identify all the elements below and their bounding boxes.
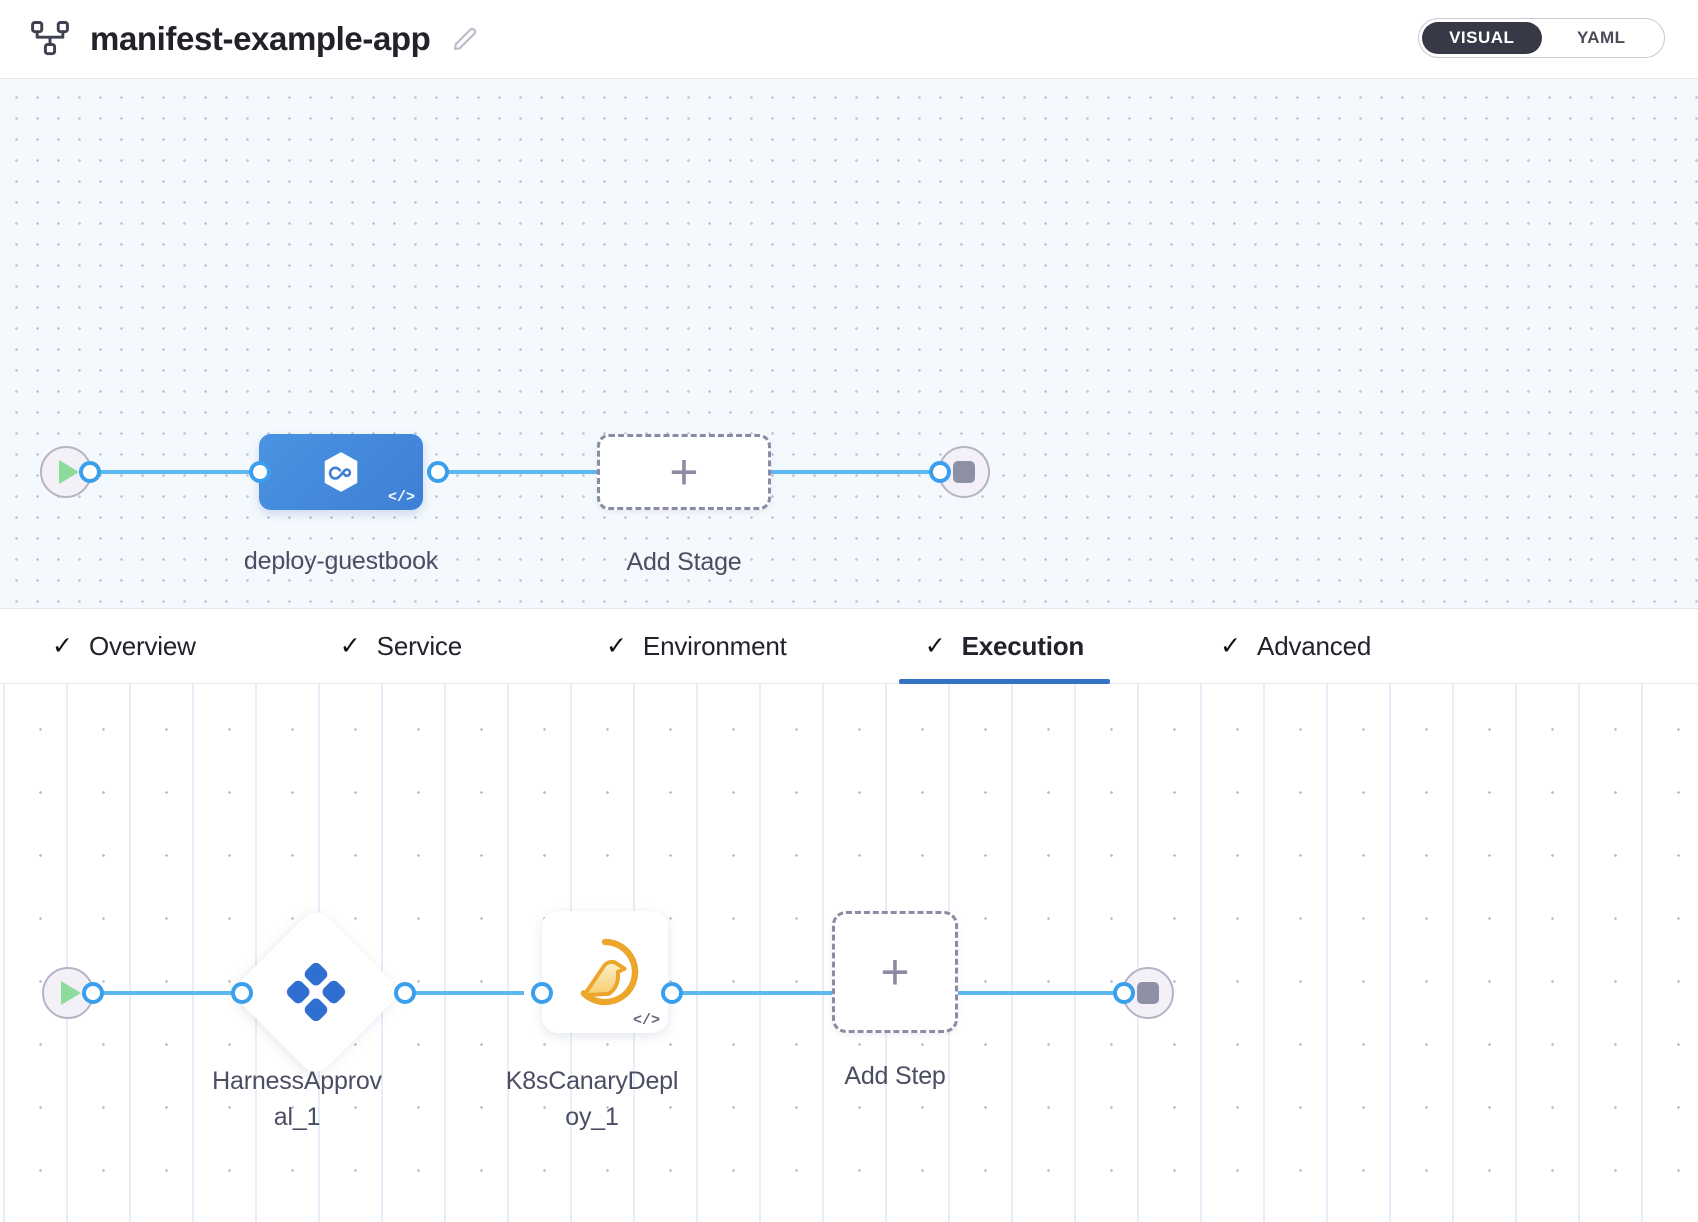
connector-addstep-to-end <box>950 991 1120 995</box>
tab-environment-label: Environment <box>642 630 787 661</box>
canary-step-card[interactable]: </> <box>542 911 668 1033</box>
connector-dot-stage-out[interactable] <box>427 461 449 483</box>
approval-diamond-inner <box>255 931 377 1053</box>
play-icon <box>60 981 81 1005</box>
tab-execution-label: Execution <box>961 630 1085 661</box>
connector-dot-approval-out[interactable] <box>394 982 416 1004</box>
connector-addstage-to-end <box>770 470 950 474</box>
add-stage-box[interactable]: + <box>597 434 771 510</box>
view-mode-toggle[interactable]: VISUAL YAML <box>1418 18 1665 58</box>
connector-dot-canary-out[interactable] <box>661 982 683 1004</box>
play-icon <box>58 460 79 484</box>
stage-node-deploy-guestbook[interactable]: </> <box>259 434 423 510</box>
add-step-node[interactable]: + <box>832 911 958 1033</box>
tab-advanced[interactable]: ✓ Advanced <box>1194 609 1397 684</box>
step-label-line1: HarnessApprov <box>212 1067 382 1095</box>
stop-icon <box>1137 982 1159 1004</box>
check-icon: ✓ <box>1220 631 1242 660</box>
approval-diamond[interactable] <box>229 905 403 1079</box>
step-label-k8s-canary-deploy: K8sCanaryDepl oy_1 <box>492 1064 692 1135</box>
pencil-edit-icon[interactable] <box>450 24 480 54</box>
step-node-k8s-canary-deploy[interactable]: </> <box>542 911 668 1033</box>
connector-dot-exec-start-out[interactable] <box>82 982 104 1004</box>
connector-start-to-approval <box>80 991 240 995</box>
plus-icon: + <box>880 943 910 1000</box>
page-title: manifest-example-app <box>90 20 431 57</box>
connector-approval-to-canary <box>392 991 524 995</box>
yaml-mode-button[interactable]: YAML <box>1576 28 1626 47</box>
tab-execution[interactable]: ✓ Execution <box>898 609 1111 684</box>
yaml-code-badge-stage[interactable]: </> <box>387 489 415 506</box>
step-label-line2: al_1 <box>273 1102 321 1131</box>
step-label-line2: oy_1 <box>565 1102 619 1131</box>
check-icon: ✓ <box>924 631 946 660</box>
connector-dot-canary-in[interactable] <box>531 982 553 1004</box>
stage-graph-canvas[interactable]: </> deploy-guestbook + Add Stage <box>0 79 1698 609</box>
connector-start-to-stage <box>78 470 270 474</box>
connector-stage-to-addstage <box>430 470 600 474</box>
stage-label-deploy-guestbook: deploy-guestbook <box>243 547 439 575</box>
tab-advanced-label: Advanced <box>1257 630 1372 661</box>
step-label-line1: K8sCanaryDepl <box>505 1067 679 1095</box>
header-left-group: manifest-example-app <box>0 17 480 61</box>
stop-icon <box>953 461 975 483</box>
connector-dot-approval-in[interactable] <box>231 982 253 1004</box>
connector-dot-stage-in[interactable] <box>249 461 271 483</box>
check-icon: ✓ <box>339 631 361 660</box>
stage-card[interactable]: </> <box>259 434 423 510</box>
tab-service-label: Service <box>376 630 462 661</box>
harness-approval-icon <box>285 961 347 1023</box>
connector-dot-start-out[interactable] <box>79 461 101 483</box>
step-label-harness-approval: HarnessApprov al_1 <box>202 1064 392 1135</box>
visual-mode-button[interactable]: VISUAL <box>1422 22 1542 54</box>
plus-icon: + <box>669 443 699 500</box>
check-icon: ✓ <box>52 631 73 660</box>
add-step-box[interactable]: + <box>832 911 958 1033</box>
canary-bird-icon <box>568 935 642 1009</box>
connector-dot-exec-end-in[interactable] <box>1113 982 1135 1004</box>
pipeline-nodes-icon <box>28 17 72 61</box>
end-circle <box>938 446 990 498</box>
step-node-harness-approval[interactable] <box>229 905 403 1079</box>
execution-graph-canvas[interactable]: HarnessApprov al_1 </> <box>0 684 1698 1222</box>
add-step-label: Add Step <box>844 1062 946 1090</box>
connector-canary-to-addstep <box>668 991 838 995</box>
check-icon: ✓ <box>605 631 627 660</box>
stage-tabs[interactable]: ✓ Overview ✓ Service ✓ Environment ✓ Exe… <box>0 609 1698 684</box>
yaml-code-badge-step[interactable]: </> <box>632 1012 660 1029</box>
add-stage-node[interactable]: + <box>597 434 771 510</box>
tab-overview[interactable]: ✓ Overview <box>26 609 222 684</box>
connector-dot-end-in[interactable] <box>929 461 951 483</box>
pipeline-end-node[interactable] <box>938 446 990 498</box>
add-stage-label: Add Stage <box>626 548 742 576</box>
tab-service[interactable]: ✓ Service <box>314 609 488 684</box>
harness-hexagon-infinity-icon <box>318 449 364 495</box>
app-header: manifest-example-app VISUAL YAML <box>0 0 1698 79</box>
tab-overview-label: Overview <box>88 630 196 661</box>
tab-environment[interactable]: ✓ Environment <box>580 609 813 684</box>
